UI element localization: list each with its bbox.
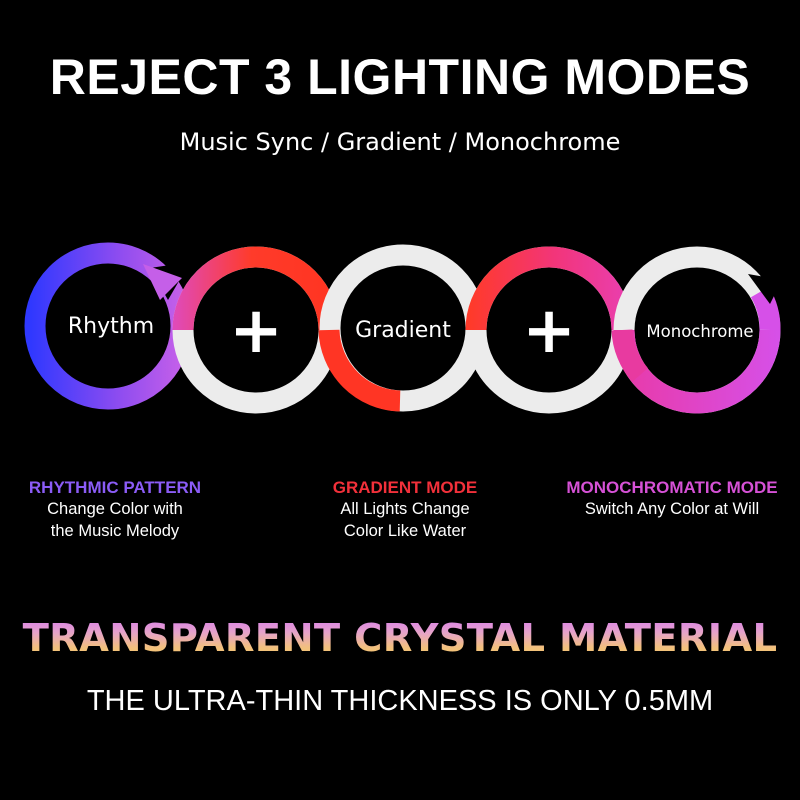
mode-desc-line: All Lights Change: [340, 500, 470, 518]
ring-label-monochrome: Monochrome: [646, 322, 753, 341]
mode-rhythmic: RHYTHMIC PATTERN Change Color with the M…: [10, 478, 220, 542]
ring-label-rhythm: Rhythm: [68, 314, 154, 339]
mode-title: MONOCHROMATIC MODE: [566, 478, 778, 497]
subheadline: Music Sync / Gradient / Monochrome: [179, 128, 621, 156]
thickness-text: THE ULTRA-THIN THICKNESS IS ONLY 0.5MM: [86, 685, 714, 717]
plus-icon: +: [522, 294, 576, 368]
mode-desc-line: Color Like Water: [343, 522, 467, 540]
headline: REJECT 3 LIGHTING MODES: [49, 49, 751, 105]
plus-icon: +: [229, 294, 283, 368]
mode-monochromatic: MONOCHROMATIC MODE Switch Any Color at W…: [550, 478, 794, 520]
mode-title: GRADIENT MODE: [332, 478, 478, 497]
red-connector: [318, 329, 401, 412]
mode-desc-line: Change Color with: [47, 500, 183, 518]
mode-title: RHYTHMIC PATTERN: [28, 478, 202, 497]
pink-connector: [611, 329, 649, 382]
mode-desc-line: Switch Any Color at Will: [584, 500, 760, 518]
ring-label-gradient: Gradient: [355, 318, 451, 343]
mode-desc-line: the Music Melody: [50, 522, 180, 540]
mode-gradient: GRADIENT MODE All Lights Change Color Li…: [305, 478, 505, 542]
material-heading: TRANSPARENT CRYSTAL MATERIAL: [0, 616, 800, 661]
lighting-rings-graphic: Rhythm Gradient Monochrome + +: [24, 242, 782, 414]
